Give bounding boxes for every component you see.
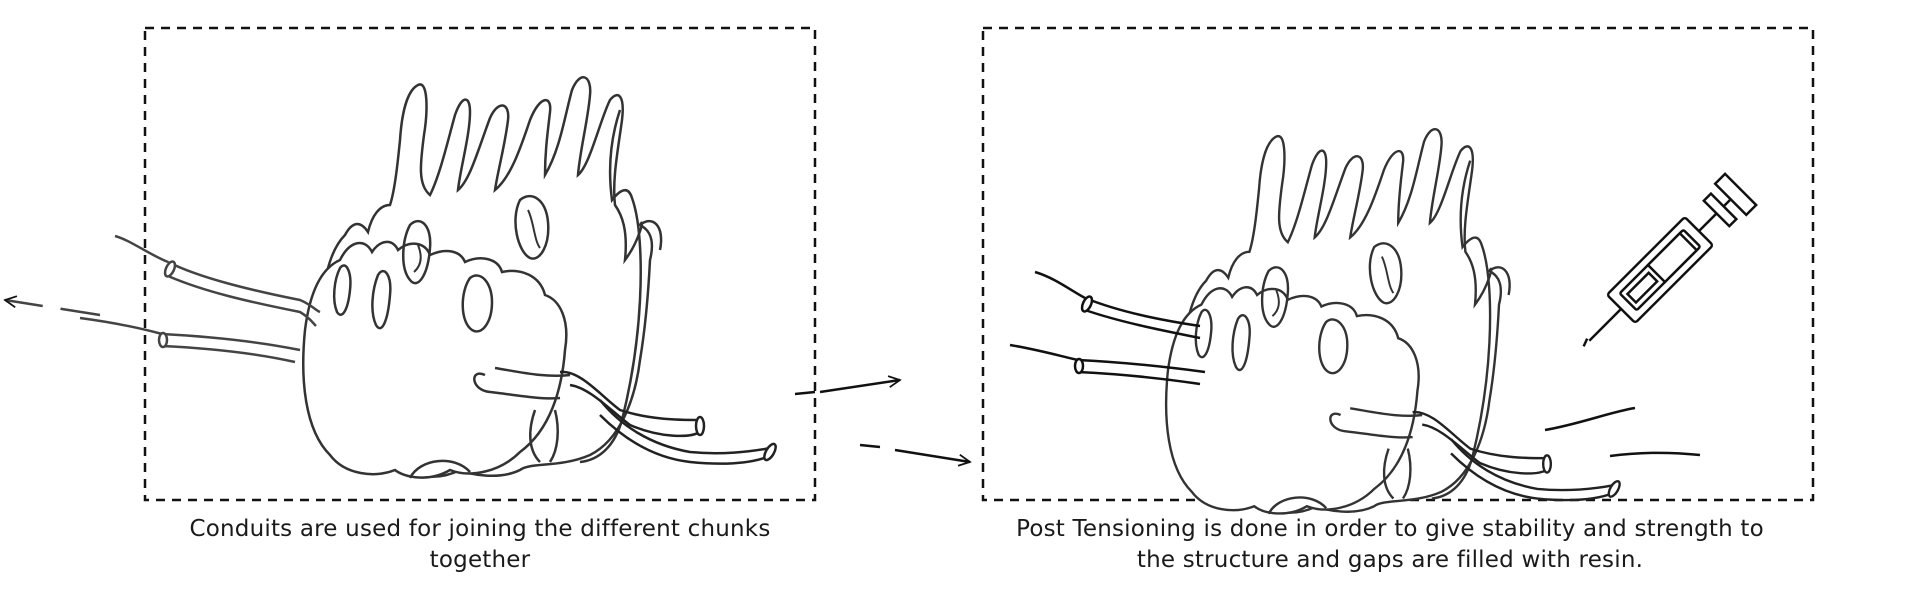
dashed-arrow-icon [5,300,101,317]
left-panel-caption: Conduits are used for joining the differ… [140,514,820,576]
syringe-icon [1582,172,1758,347]
dashed-arrow-icon [859,443,881,449]
left-caption-line-2: together [429,547,531,573]
left-caption-line-1: Conduits are used for joining the differ… [189,516,771,542]
conduit-tube-icon [79,234,321,364]
rock-sculpture-icon [1164,127,1624,516]
dashed-arrow-icon [794,390,816,396]
left-panel [5,26,970,502]
dashed-arrow-icon [894,448,970,462]
right-panel [981,26,1815,516]
right-caption-line-2: the structure and gaps are filled with r… [1136,547,1644,573]
right-caption-line-1: Post Tensioning is done in order to give… [1016,516,1764,542]
rock-sculpture-icon [302,76,780,480]
right-panel-caption: Post Tensioning is done in order to give… [975,514,1805,576]
conduit-tube-icon [1009,270,1701,458]
left-panel-frame [143,26,817,502]
dashed-arrow-icon [819,380,900,394]
